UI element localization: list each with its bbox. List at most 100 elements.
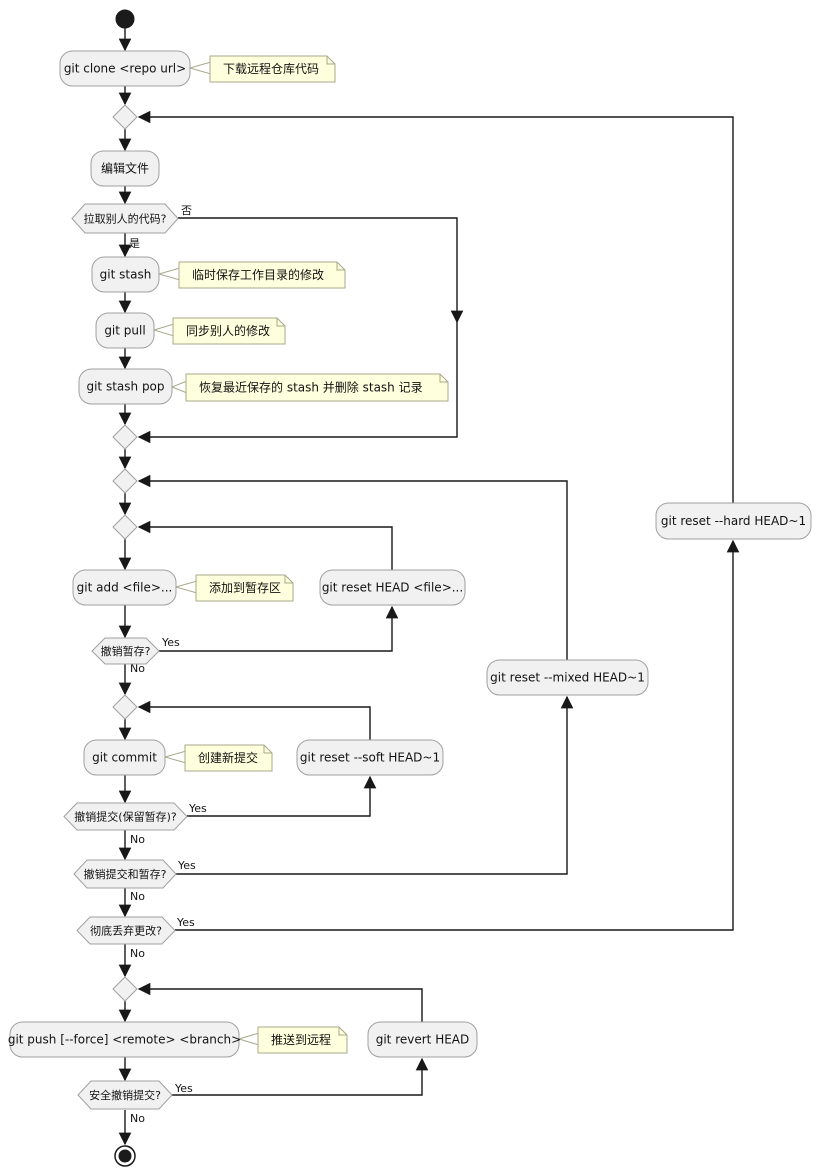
- note-connector: [163, 750, 187, 764]
- decision-safe-undo-commit: 安全撤销提交?: [77, 1080, 173, 1110]
- activity-box: [367, 1021, 478, 1058]
- decision-label: 撤销提交和暂存?: [84, 867, 167, 881]
- decision-discard-all-changes: 彻底丢弃更改?: [76, 916, 176, 945]
- note-connector: [157, 267, 181, 281]
- note-body: [257, 1026, 348, 1054]
- activity-label: git stash: [100, 268, 152, 282]
- activity-box: [486, 659, 649, 696]
- activity-box: [91, 256, 160, 293]
- decision-label: 撤销暂存?: [101, 644, 151, 658]
- flow-edge-unstage-yes-to-resethead: [159, 605, 399, 652]
- note-connector: [188, 61, 212, 75]
- edge-label-keep-yes-to-resetsoft: Yes: [188, 802, 207, 815]
- note-fold: [326, 56, 335, 65]
- flow-edge-resetmixed-to-merge3: [137, 474, 568, 660]
- note-body: [178, 261, 346, 289]
- activity-box: [319, 569, 466, 606]
- note-text: 下载远程仓库代码: [223, 61, 319, 76]
- edge-label-keep-no-to-both-decision: No: [130, 833, 145, 846]
- edge-label-unstage-yes-to-resethead: Yes: [161, 636, 180, 649]
- activity-label: git stash pop: [86, 380, 164, 394]
- flow-edge-pull-no-down-to-merge2: [137, 322, 458, 444]
- decision-hexagon: [71, 203, 179, 234]
- decision-label: 安全撤销提交?: [89, 1088, 161, 1102]
- decision-pull-others-code: 拉取别人的代码?: [71, 203, 179, 234]
- merge-diamond-merge-5: [112, 694, 138, 720]
- note-add: 添加到暂存区: [174, 574, 294, 602]
- decision-hexagon: [76, 916, 176, 945]
- activity-box: [296, 739, 444, 776]
- activity-git-clone: git clone <repo url>: [59, 50, 191, 87]
- decision-hexagon: [73, 859, 177, 889]
- note-fold: [338, 1027, 347, 1036]
- activity-label: git push [--force] <remote> <branch>: [8, 1033, 241, 1047]
- edge-label-both-no-to-discard-decision: No: [130, 890, 145, 903]
- flow-edge-both-yes-to-resetmixed: [176, 695, 574, 875]
- note-text: 创建新提交: [198, 750, 258, 765]
- end-inner-dot: [118, 1149, 132, 1163]
- note-commit: 创建新提交: [163, 744, 273, 772]
- note-fold: [336, 262, 345, 271]
- activity-edit-files: 编辑文件: [90, 150, 160, 187]
- note-fold: [276, 318, 285, 327]
- edge-label-safe-no-to-end: No: [130, 1112, 145, 1125]
- activity-box: [90, 150, 160, 187]
- edge-label-pull-yes-to-stash: 是: [129, 237, 140, 250]
- note-pull: 同步别人的修改: [152, 317, 286, 345]
- activity-git-reset-hard: git reset --hard HEAD~1: [655, 502, 812, 540]
- activity-label: git reset --hard HEAD~1: [661, 514, 806, 528]
- activity-git-reset-mixed: git reset --mixed HEAD~1: [486, 659, 649, 696]
- note-text: 添加到暂存区: [209, 581, 281, 595]
- flow-edge-resethead-to-merge4: [137, 520, 393, 570]
- merge-diamond-merge-2: [112, 424, 138, 450]
- flow-edge-pull-no-right-down: [178, 217, 464, 324]
- merge-diamond-merge-4: [112, 514, 138, 540]
- activity-box: [655, 502, 812, 540]
- merge-diamond-merge-3: [112, 468, 138, 494]
- merge-diamond-merge-6: [112, 976, 138, 1002]
- note-stash: 临时保存工作目录的修改: [157, 261, 346, 289]
- decision-undo-commit-and-stage: 撤销提交和暂存?: [73, 859, 177, 889]
- edge-label-pull-no-right-down: 否: [181, 204, 192, 217]
- activity-git-pull: git pull: [95, 312, 155, 349]
- flow-edge-resethard-to-merge1: [137, 110, 734, 503]
- note-fold: [439, 374, 448, 383]
- note-fold: [284, 575, 293, 584]
- decision-hexagon: [91, 637, 160, 665]
- note-body: [195, 574, 294, 602]
- note-body: [185, 373, 449, 402]
- activity-git-push: git push [--force] <remote> <branch>: [8, 1021, 241, 1058]
- decision-hexagon: [77, 1080, 173, 1110]
- activity-label: git reset --mixed HEAD~1: [490, 671, 645, 685]
- note-download: 下载远程仓库代码: [188, 55, 336, 83]
- note-fold: [263, 745, 272, 754]
- activity-git-add: git add <file>...: [72, 569, 177, 606]
- activity-label: git pull: [104, 324, 145, 338]
- edge-label-both-yes-to-resetmixed: Yes: [177, 859, 196, 872]
- note-text: 恢复最近保存的 stash 并删除 stash 记录: [199, 380, 423, 395]
- activity-git-stash: git stash: [91, 256, 160, 293]
- flow-edge-keep-yes-to-resetsoft: [187, 775, 377, 817]
- edge-label-safe-yes-to-revert: Yes: [174, 1082, 193, 1095]
- start-node: [115, 9, 135, 29]
- decision-label: 彻底丢弃更改?: [90, 924, 162, 938]
- activity-git-revert: git revert HEAD: [367, 1021, 478, 1058]
- note-connector: [152, 323, 175, 337]
- note-text: 临时保存工作目录的修改: [192, 267, 324, 282]
- note-text: 同步别人的修改: [186, 323, 270, 338]
- note-stash-pop: 恢复最近保存的 stash 并删除 stash 记录: [170, 373, 449, 402]
- activity-label: git reset --soft HEAD~1: [300, 751, 440, 765]
- activity-label: 编辑文件: [101, 161, 149, 176]
- note-push: 推送到远程: [237, 1026, 348, 1054]
- edge-label-unstage-no-to-merge5: No: [130, 662, 145, 675]
- merge-diamond-merge-1: [112, 104, 138, 130]
- flow-edge-discard-yes-to-resethard: [175, 539, 740, 931]
- edge-label-discard-no-to-merge6: No: [130, 947, 145, 960]
- decision-undo-stage: 撤销暂存?: [91, 637, 160, 665]
- activity-label: git revert HEAD: [376, 1033, 470, 1047]
- activity-label: git reset HEAD <file>...: [322, 581, 463, 595]
- activity-git-stash-pop: git stash pop: [78, 368, 173, 405]
- decision-label: 拉取别人的代码?: [84, 212, 167, 226]
